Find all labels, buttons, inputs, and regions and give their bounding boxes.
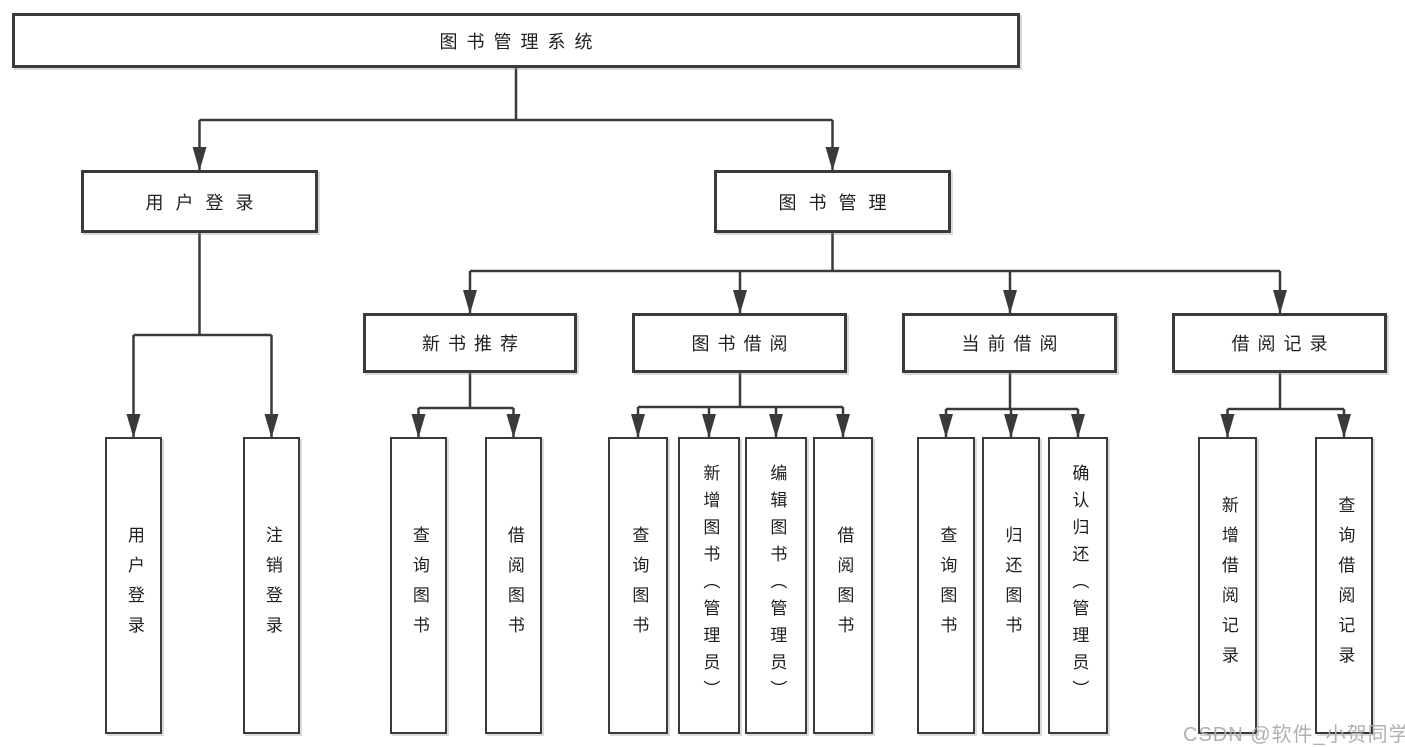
node-current-borrow-label: 当前借阅 xyxy=(961,334,1066,354)
node-borrow-record-label: 借阅记录 xyxy=(1231,334,1336,354)
leaf-cb-query-books: 查询图书 xyxy=(917,437,975,734)
watermark: CSDN @软件_小贺同学 xyxy=(1183,724,1405,746)
connector-book-borrow-to-leaves xyxy=(631,373,850,438)
leaf-br-query-record: 查询借阅记录 xyxy=(1315,437,1373,734)
leaf-cb-return-books: 归还图书 xyxy=(982,437,1040,734)
node-current-borrow: 当前借阅 xyxy=(902,313,1117,373)
connector-user-login-to-leaves xyxy=(126,233,279,438)
leaf-bb-borrow-books: 借阅图书 xyxy=(813,437,873,734)
leaf-bb-edit-books-admin: 编辑图书（管理员） xyxy=(745,437,807,734)
leaf-logout: 注销登录 xyxy=(243,437,300,734)
node-book-mgmt-label: 图书管理 xyxy=(778,192,899,213)
leaf-bb-add-books-admin: 新增图书（管理员） xyxy=(678,437,740,734)
leaf-nbr-query-books: 查询图书 xyxy=(390,437,447,734)
connector-new-book-rec-to-leaves xyxy=(411,373,521,438)
node-root: 图书管理系统 xyxy=(12,13,1020,68)
leaf-bb-add-books-admin-label: 新增图书（管理员） xyxy=(700,464,720,707)
leaf-cb-confirm-return-admin: 确认归还（管理员） xyxy=(1048,437,1108,734)
leaf-cb-return-books-label: 归还图书 xyxy=(1002,525,1022,646)
connector-current-borrow-to-leaves xyxy=(939,373,1085,438)
leaf-nbr-borrow-books-label: 借阅图书 xyxy=(504,525,524,646)
node-new-book-rec-label: 新书推荐 xyxy=(422,334,526,354)
connector-root-to-level2 xyxy=(192,68,840,171)
connector-book-mgmt-to-level3 xyxy=(463,233,1287,314)
node-book-borrow: 图书借阅 xyxy=(632,313,847,373)
leaf-cb-confirm-return-admin-label: 确认归还（管理员） xyxy=(1069,464,1089,707)
leaf-nbr-borrow-books: 借阅图书 xyxy=(485,437,542,734)
leaf-cb-query-books-label: 查询图书 xyxy=(937,525,957,646)
leaf-user-login-label: 用户登录 xyxy=(124,525,144,646)
node-user-login: 用户登录 xyxy=(81,170,318,233)
node-borrow-record: 借阅记录 xyxy=(1172,313,1387,373)
node-user-login-label: 用户登录 xyxy=(145,192,266,213)
leaf-bb-borrow-books-label: 借阅图书 xyxy=(834,525,854,646)
leaf-nbr-query-books-label: 查询图书 xyxy=(409,525,429,646)
node-root-label: 图书管理系统 xyxy=(439,31,602,52)
leaf-br-add-record: 新增借阅记录 xyxy=(1198,437,1257,734)
leaf-br-add-record-label: 新增借阅记录 xyxy=(1218,495,1238,676)
leaf-logout-label: 注销登录 xyxy=(262,525,282,646)
node-new-book-rec: 新书推荐 xyxy=(363,313,577,373)
leaf-bb-query-books: 查询图书 xyxy=(608,437,668,734)
leaf-bb-edit-books-admin-label: 编辑图书（管理员） xyxy=(767,464,787,707)
leaf-user-login: 用户登录 xyxy=(105,437,162,734)
leaf-bb-query-books-label: 查询图书 xyxy=(629,525,649,646)
node-book-borrow-label: 图书借阅 xyxy=(691,334,796,354)
leaf-br-query-record-label: 查询借阅记录 xyxy=(1335,495,1355,676)
node-book-mgmt: 图书管理 xyxy=(714,170,951,233)
connector-borrow-record-to-leaves xyxy=(1220,373,1351,438)
